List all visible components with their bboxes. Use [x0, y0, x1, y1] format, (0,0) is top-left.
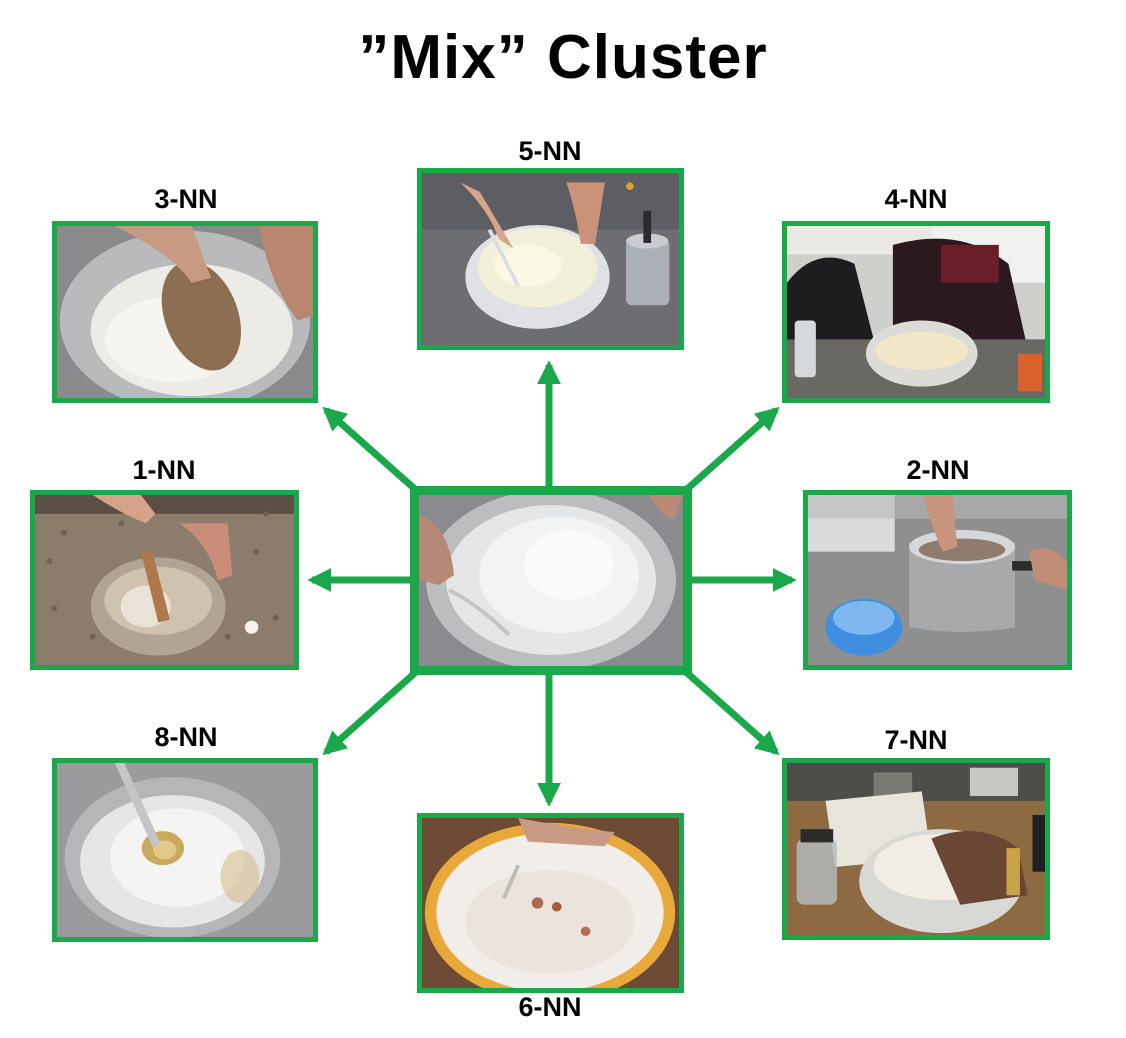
neighbor-image-5nn: [417, 168, 684, 350]
arrow-to-8nn: [322, 669, 419, 756]
label-1nn: 1-NN: [132, 455, 196, 485]
neighbor-image-2nn: [803, 490, 1072, 670]
neighbor-image-1nn: [30, 490, 299, 670]
wooden-spatula-metal-bowl-icon: [57, 226, 313, 398]
arrow-to-4nn: [683, 406, 780, 493]
page-title: ”Mix” Cluster: [358, 23, 768, 92]
steel-pot-blue-bowl-icon: [808, 495, 1067, 665]
label-5nn: 5-NN: [518, 136, 582, 166]
label-8nn: 8-NN: [154, 722, 218, 752]
people-mixing-bowl-icon: [787, 226, 1045, 398]
center-query-image: [410, 486, 692, 675]
spoon-glass-bowl-icon: [57, 763, 313, 937]
arrow-to-7nn: [683, 669, 780, 756]
flour-bowl-icon: [419, 495, 683, 666]
label-2nn: 2-NN: [906, 455, 970, 485]
whisk-cream-bowl-icon: [422, 173, 679, 345]
neighbor-image-4nn: [782, 221, 1050, 403]
arrow-to-3nn: [322, 406, 419, 493]
wooden-spoon-glass-bowl-icon: [35, 495, 294, 665]
neighbor-image-8nn: [52, 758, 318, 942]
neighbor-image-7nn: [782, 758, 1050, 940]
label-6nn: 6-NN: [518, 992, 582, 1022]
label-3nn: 3-NN: [154, 184, 218, 214]
neighbor-image-3nn: [52, 221, 318, 403]
spoon-flour-yellow-bowl-icon: [422, 818, 679, 988]
neighbor-image-6nn: [417, 813, 684, 993]
label-4nn: 4-NN: [884, 184, 948, 214]
hand-kneading-bowl-icon: [787, 763, 1045, 935]
label-7nn: 7-NN: [884, 725, 948, 755]
